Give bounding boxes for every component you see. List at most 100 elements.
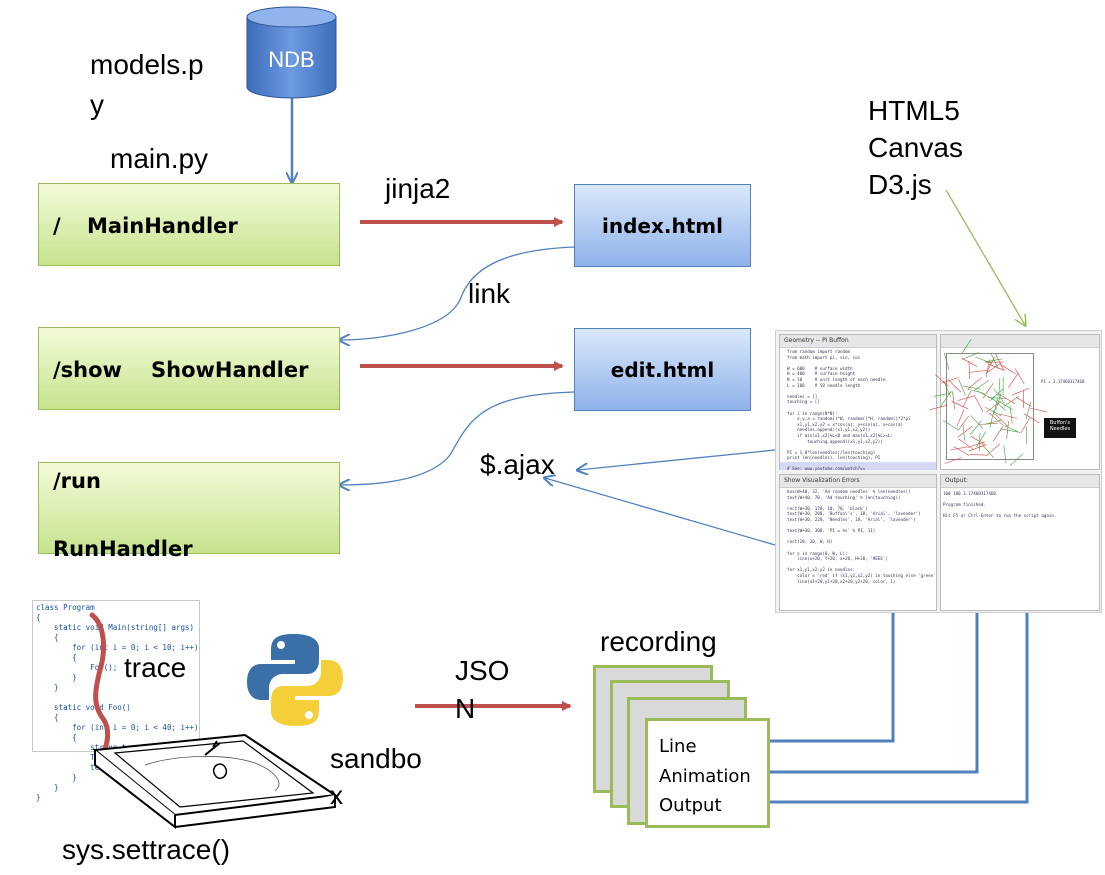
- needle-line: [952, 391, 956, 410]
- needle-line: [953, 446, 970, 456]
- needle-line: [970, 415, 984, 429]
- viz-panel: Show Visualization Errors box(W+40, 32, …: [779, 474, 937, 611]
- needle-line: [1000, 364, 1016, 375]
- needle-line: [962, 352, 979, 360]
- needle-line: [1025, 401, 1031, 420]
- needle-line: [995, 353, 1004, 371]
- jinja2-label: jinja2: [385, 173, 451, 204]
- needle-line: [989, 388, 1004, 401]
- edit-html-box: edit.html: [574, 328, 751, 411]
- needle-line: [999, 413, 1018, 419]
- needle-line: [967, 388, 985, 394]
- json-label: JSO N: [455, 655, 510, 724]
- needle-line: [981, 444, 995, 459]
- ajax-arrow-editor: [578, 449, 776, 470]
- needle-line: [992, 426, 1004, 442]
- needle-line: [947, 379, 962, 393]
- index-html-label: index.html: [602, 213, 723, 238]
- python-logo-icon: [247, 634, 343, 726]
- needle-line: [1009, 453, 1024, 466]
- editor-panel: Geometry -- Pi Buffon from random import…: [779, 334, 937, 472]
- editor-highlight: [780, 462, 936, 470]
- needle-line: [968, 370, 987, 373]
- show-handler-name: ShowHandler: [151, 358, 309, 382]
- needle-line: [961, 357, 978, 368]
- needle-line: [1029, 407, 1048, 413]
- needle-line: [944, 457, 962, 464]
- link-label: link: [468, 278, 511, 309]
- canvas-panel: PI = 3.17460317460 Buffon's Needles: [929, 334, 1100, 470]
- needle-line: [970, 435, 987, 446]
- editor-title: Geometry -- Pi Buffon: [780, 335, 936, 348]
- run-handler-box: /run RunHandler: [38, 462, 340, 561]
- needle-line: [961, 339, 972, 355]
- show-handler-path: /show: [53, 358, 122, 382]
- needle-line: [1000, 428, 1019, 433]
- sandbox-icon: [92, 733, 338, 830]
- needle-line: [986, 401, 1001, 413]
- recording-animation-item: Animation: [659, 766, 751, 787]
- show-handler-box: /show ShowHandler: [38, 327, 340, 410]
- needle-line: [957, 415, 969, 431]
- output-title: Output:: [941, 475, 1099, 488]
- needle-line: [1003, 445, 1007, 464]
- ajax-arrow-viz: [545, 478, 776, 546]
- needle-line: [949, 446, 968, 451]
- needle-line: [968, 360, 971, 379]
- needle-line: [943, 420, 959, 431]
- sandbox-x-label: x: [330, 780, 343, 810]
- needle-line: [1003, 424, 1021, 434]
- output-panel: Output: 100 100 3.17460317460 Program fi…: [940, 474, 1100, 611]
- ndb-database-icon: NDB: [245, 5, 338, 100]
- needle-line: [957, 426, 973, 438]
- needles-canvas: [929, 339, 1048, 466]
- needle-line: [951, 400, 968, 410]
- index-html-box: index.html: [574, 184, 751, 267]
- needle-line: [941, 377, 959, 384]
- recording-output-item: Output: [659, 795, 722, 816]
- needle-line: [999, 394, 1016, 404]
- needle-line: [993, 397, 998, 415]
- canvas-title: [941, 335, 1099, 348]
- needle-line: [974, 395, 984, 412]
- needle-line: [984, 419, 1002, 425]
- needle-line: [985, 362, 1001, 374]
- needle-line: [970, 420, 982, 435]
- html5-label: HTML5 Canvas D3.js: [868, 95, 963, 200]
- needle-line: [979, 423, 998, 425]
- needle-line: [944, 352, 950, 371]
- viz-code: box(W+40, 32, 'Ad random needles' % len(…: [787, 489, 936, 584]
- needle-line: [987, 363, 1005, 371]
- recording-frame-front: Line Animation Output: [645, 718, 770, 828]
- needle-line: [988, 397, 1007, 399]
- needle-line: [958, 438, 974, 450]
- pi-readout: PI = 3.17460317460: [1041, 379, 1085, 384]
- output-text: 100 100 3.17460317460 Program finished. …: [943, 491, 1057, 519]
- viz-title: Show Visualization Errors: [780, 475, 936, 488]
- needle-line: [993, 388, 1005, 404]
- needle-line: [943, 380, 952, 398]
- needle-line: [995, 392, 1002, 411]
- main-py-label: main.py: [110, 143, 209, 174]
- needle-line: [984, 406, 1002, 416]
- models-label: models.p y: [90, 49, 204, 120]
- settrace-label: sys.settrace(): [62, 834, 231, 865]
- trace-path-icon: [89, 612, 111, 758]
- needle-line: [929, 404, 948, 411]
- link-arrow: [340, 246, 575, 340]
- sandbox-label: sandbo: [330, 743, 422, 774]
- needle-line: [1023, 413, 1040, 424]
- needle-line: [1014, 368, 1025, 384]
- edit-html-label: edit.html: [610, 357, 715, 382]
- needle-line: [962, 423, 966, 441]
- editor-code: from random import random from math impo…: [787, 349, 911, 472]
- ajax-label: $.ajax: [480, 449, 555, 480]
- needle-line: [989, 410, 995, 428]
- needle-line: [968, 444, 986, 452]
- needle-line: [973, 380, 989, 391]
- needle-line: [969, 454, 988, 456]
- needle-line: [988, 412, 1003, 426]
- needle-line: [975, 356, 993, 364]
- output-to-console-arrow: [770, 560, 1027, 804]
- needle-line: [933, 392, 952, 397]
